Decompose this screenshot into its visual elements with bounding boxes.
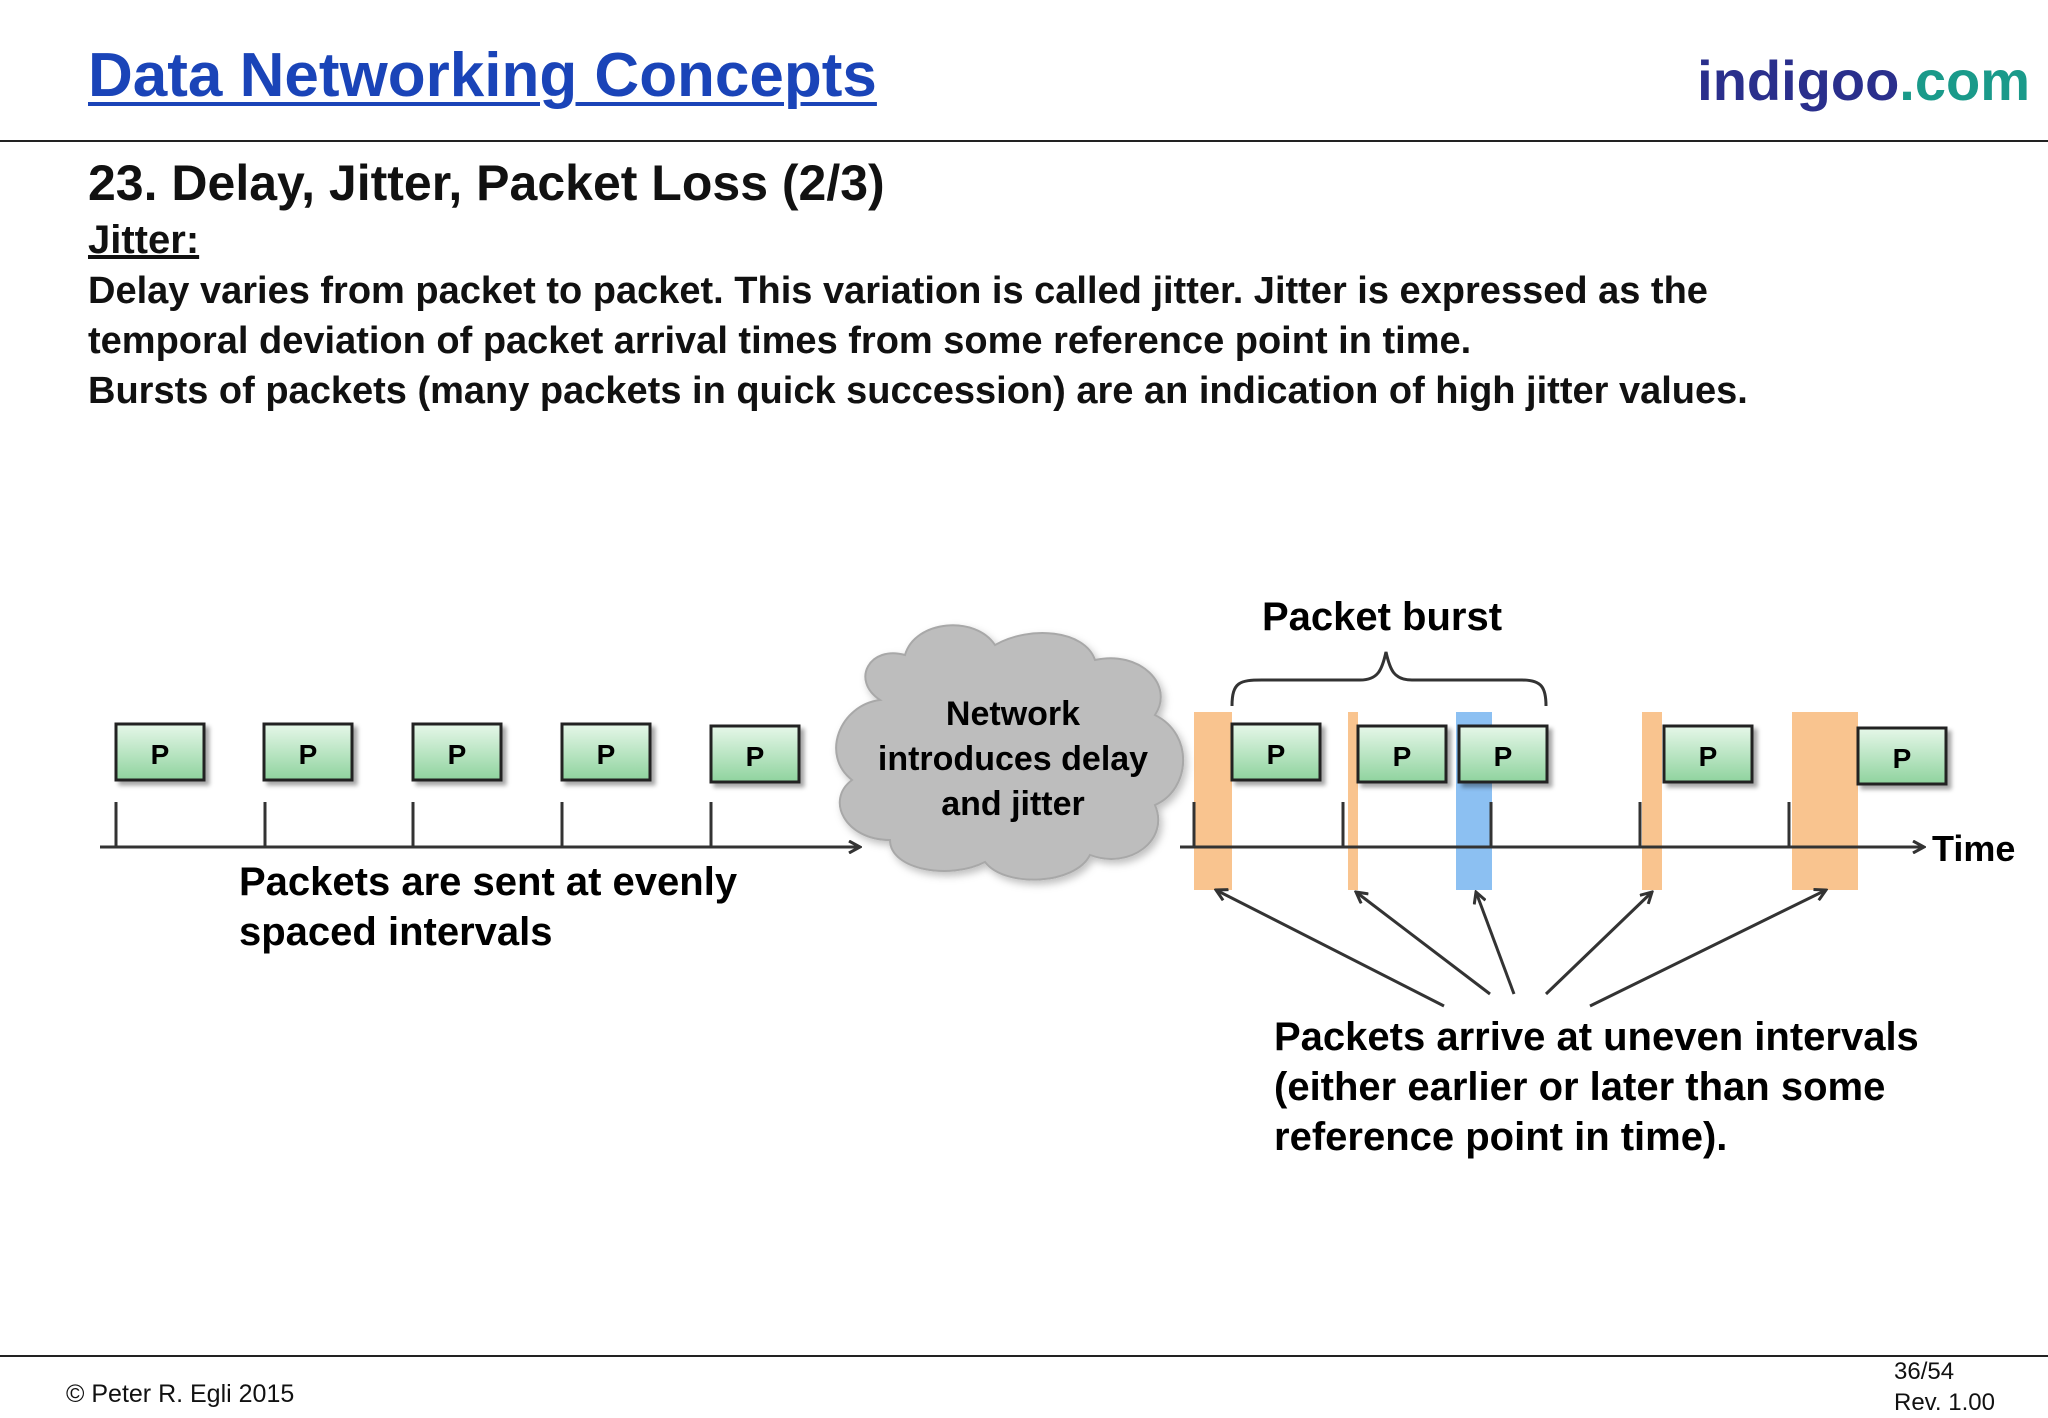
jitter-diagram: P P P P P Network introduces delay and j… [100,595,2015,1159]
late-arrival-band [1194,712,1232,890]
packet-label: P [1699,741,1718,772]
revision-label: Rev. 1.00 [1894,1389,1995,1416]
brand-suffix: .com [1899,49,2030,112]
packet-icon: P [560,722,652,782]
arrival-arrow [1216,890,1445,1008]
header-divider [0,140,2048,142]
packet-icon: P [262,722,354,782]
packet-label: P [746,741,765,772]
packet-icon: P [1856,726,1948,786]
slide-title: 23. Delay, Jitter, Packet Loss (2/3) [88,155,885,211]
body-line-2: temporal deviation of packet arrival tim… [88,320,1472,362]
footer-divider [0,1355,2048,1357]
body-line-1: Delay varies from packet to packet. This… [88,270,1708,312]
burst-label: Packet burst [1262,595,1502,639]
arrival-arrow [1356,892,1491,996]
receiver-ticks [1192,802,1791,847]
late-arrival-band [1792,712,1858,890]
packet-label: P [1893,743,1912,774]
packet-icon: P [709,724,801,784]
body-line-3: Bursts of packets (many packets in quick… [88,370,1748,412]
received-packets: P P P P P [1230,722,1948,786]
brand-logo: indigoo.com [1697,48,2030,113]
packet-label: P [1393,741,1412,772]
network-cloud-icon: Network introduces delay and jitter [835,624,1185,881]
section-label: Jitter: [88,218,200,262]
packet-icon: P [1230,722,1322,782]
page-number: 36/54 [1894,1358,1955,1385]
packet-label: P [151,739,170,770]
header-title: Data Networking Concepts [88,41,877,110]
cloud-line-3: and jitter [941,785,1085,823]
cloud-line-1: Network [946,695,1080,733]
arrival-arrow [1544,892,1652,996]
sent-packets: P P P P P [114,722,801,784]
packet-label: P [1494,741,1513,772]
late-arrival-band [1642,712,1662,890]
packet-label: P [597,739,616,770]
packet-label: P [448,739,467,770]
arrival-arrow [1476,892,1516,995]
packet-label: P [1267,739,1286,770]
arrive-caption-line-2: (either earlier or later than some [1274,1065,1885,1109]
arrival-arrows [1216,890,1826,1008]
brand-main: indigoo [1697,49,1900,112]
arrive-caption-line-3: reference point in time). [1274,1115,1727,1159]
sender-ticks [114,802,713,847]
packet-icon: P [1356,724,1448,784]
late-arrival-band [1348,712,1358,890]
cloud-line-2: introduces delay [878,740,1148,778]
sent-caption-line-2: spaced intervals [239,910,553,954]
time-axis-label: Time [1932,828,2015,869]
packet-icon: P [411,722,503,782]
burst-brace [1230,651,1548,707]
sent-caption-line-1: Packets are sent at evenly [239,860,738,904]
arrival-arrow [1589,890,1826,1008]
packet-label: P [299,739,318,770]
footer-copyright: © Peter R. Egli 2015 [66,1380,295,1408]
packet-icon: P [114,722,206,782]
packet-icon: P [1457,724,1549,784]
packet-icon: P [1662,724,1754,784]
arrive-caption-line-1: Packets arrive at uneven intervals [1274,1015,1919,1059]
